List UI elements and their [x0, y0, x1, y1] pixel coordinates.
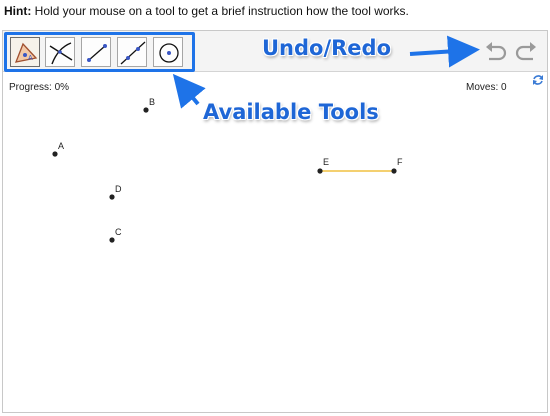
tools-arrow: [172, 73, 206, 109]
refresh-icon: [533, 75, 543, 85]
circle-with-center-icon: [159, 43, 179, 63]
undo-redo-group: [483, 39, 543, 65]
available-tools-highlight: [4, 32, 195, 72]
drawing-canvas[interactable]: B A D C E F: [3, 31, 549, 414]
intersecting-lines-icon: [49, 42, 73, 65]
refresh-button[interactable]: [531, 73, 545, 87]
segment-tool-button[interactable]: [81, 37, 111, 67]
point-e-label: E: [323, 157, 329, 167]
line-tool-button[interactable]: [117, 37, 147, 67]
point-d-label: D: [115, 184, 122, 194]
point-c-label: C: [115, 227, 122, 237]
point-f[interactable]: [391, 168, 397, 174]
undo-button[interactable]: [483, 39, 509, 65]
point-a-label: A: [58, 141, 64, 151]
intersect-tool-button[interactable]: [45, 37, 75, 67]
available-tools-annotation: Available Tools: [203, 100, 379, 124]
point-b-label: B: [149, 97, 155, 107]
segment-icon: [87, 44, 107, 62]
undo-icon: [486, 42, 507, 61]
hint-text: Hint: Hold your mouse on a tool to get a…: [4, 4, 409, 18]
circle-tool-button[interactable]: [153, 37, 183, 67]
point-f-label: F: [397, 157, 403, 167]
point-b[interactable]: [143, 107, 149, 113]
hint-label: Hint:: [4, 4, 32, 18]
redo-button[interactable]: [513, 39, 539, 65]
point-e[interactable]: [317, 168, 323, 174]
point-a[interactable]: [52, 151, 58, 157]
line-through-points-icon: [120, 41, 146, 65]
progress-indicator: Progress: 0%: [9, 82, 70, 93]
polygon-tool-button[interactable]: A: [10, 37, 40, 67]
undo-redo-annotation: Undo/Redo: [262, 36, 392, 60]
undo-redo-arrow: [409, 35, 480, 68]
point-d[interactable]: [109, 194, 115, 200]
triangle-with-point-icon: A: [14, 42, 38, 63]
hint-message: Hold your mouse on a tool to get a brief…: [31, 4, 409, 18]
svg-text:A: A: [28, 55, 33, 62]
point-c[interactable]: [109, 237, 115, 243]
moves-counter: Moves: 0: [466, 82, 507, 93]
redo-icon: [515, 42, 536, 61]
